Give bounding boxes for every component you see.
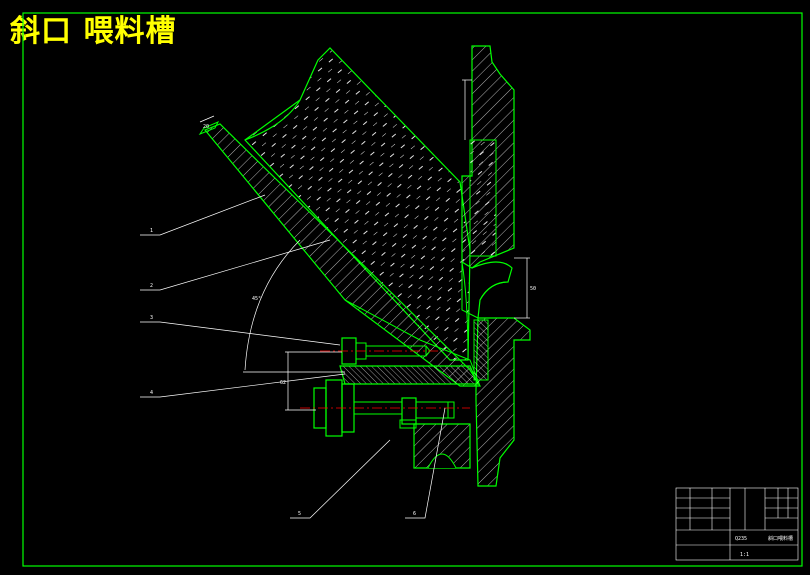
dimension-a: 50 [530,286,536,292]
material-body [244,47,471,361]
support-plate [339,365,479,385]
drawing-title: 斜口 喂料槽 [10,14,177,49]
callout-1: 1 [150,228,153,234]
dimension-b: 62 [280,380,286,386]
leader-lines [140,194,446,519]
dimension-c: 20 [203,124,209,130]
clamp-bracket [399,419,471,469]
callout-2: 2 [150,283,153,289]
lower-bolt [300,379,470,437]
upper-bolt [320,337,440,365]
vertical-wall [461,45,531,487]
dimension-angle: 45° [252,296,261,302]
callout-4: 4 [150,390,153,396]
drawing-border [22,12,803,567]
title-block-scale: 1:1 [740,552,749,558]
title-block-material: Q235 [735,536,747,542]
callout-5: 5 [298,511,301,517]
title-block-name: 斜口喂料槽 [768,535,793,542]
callout-6: 6 [413,511,416,517]
title-block [675,487,799,561]
callout-3: 3 [150,315,153,321]
